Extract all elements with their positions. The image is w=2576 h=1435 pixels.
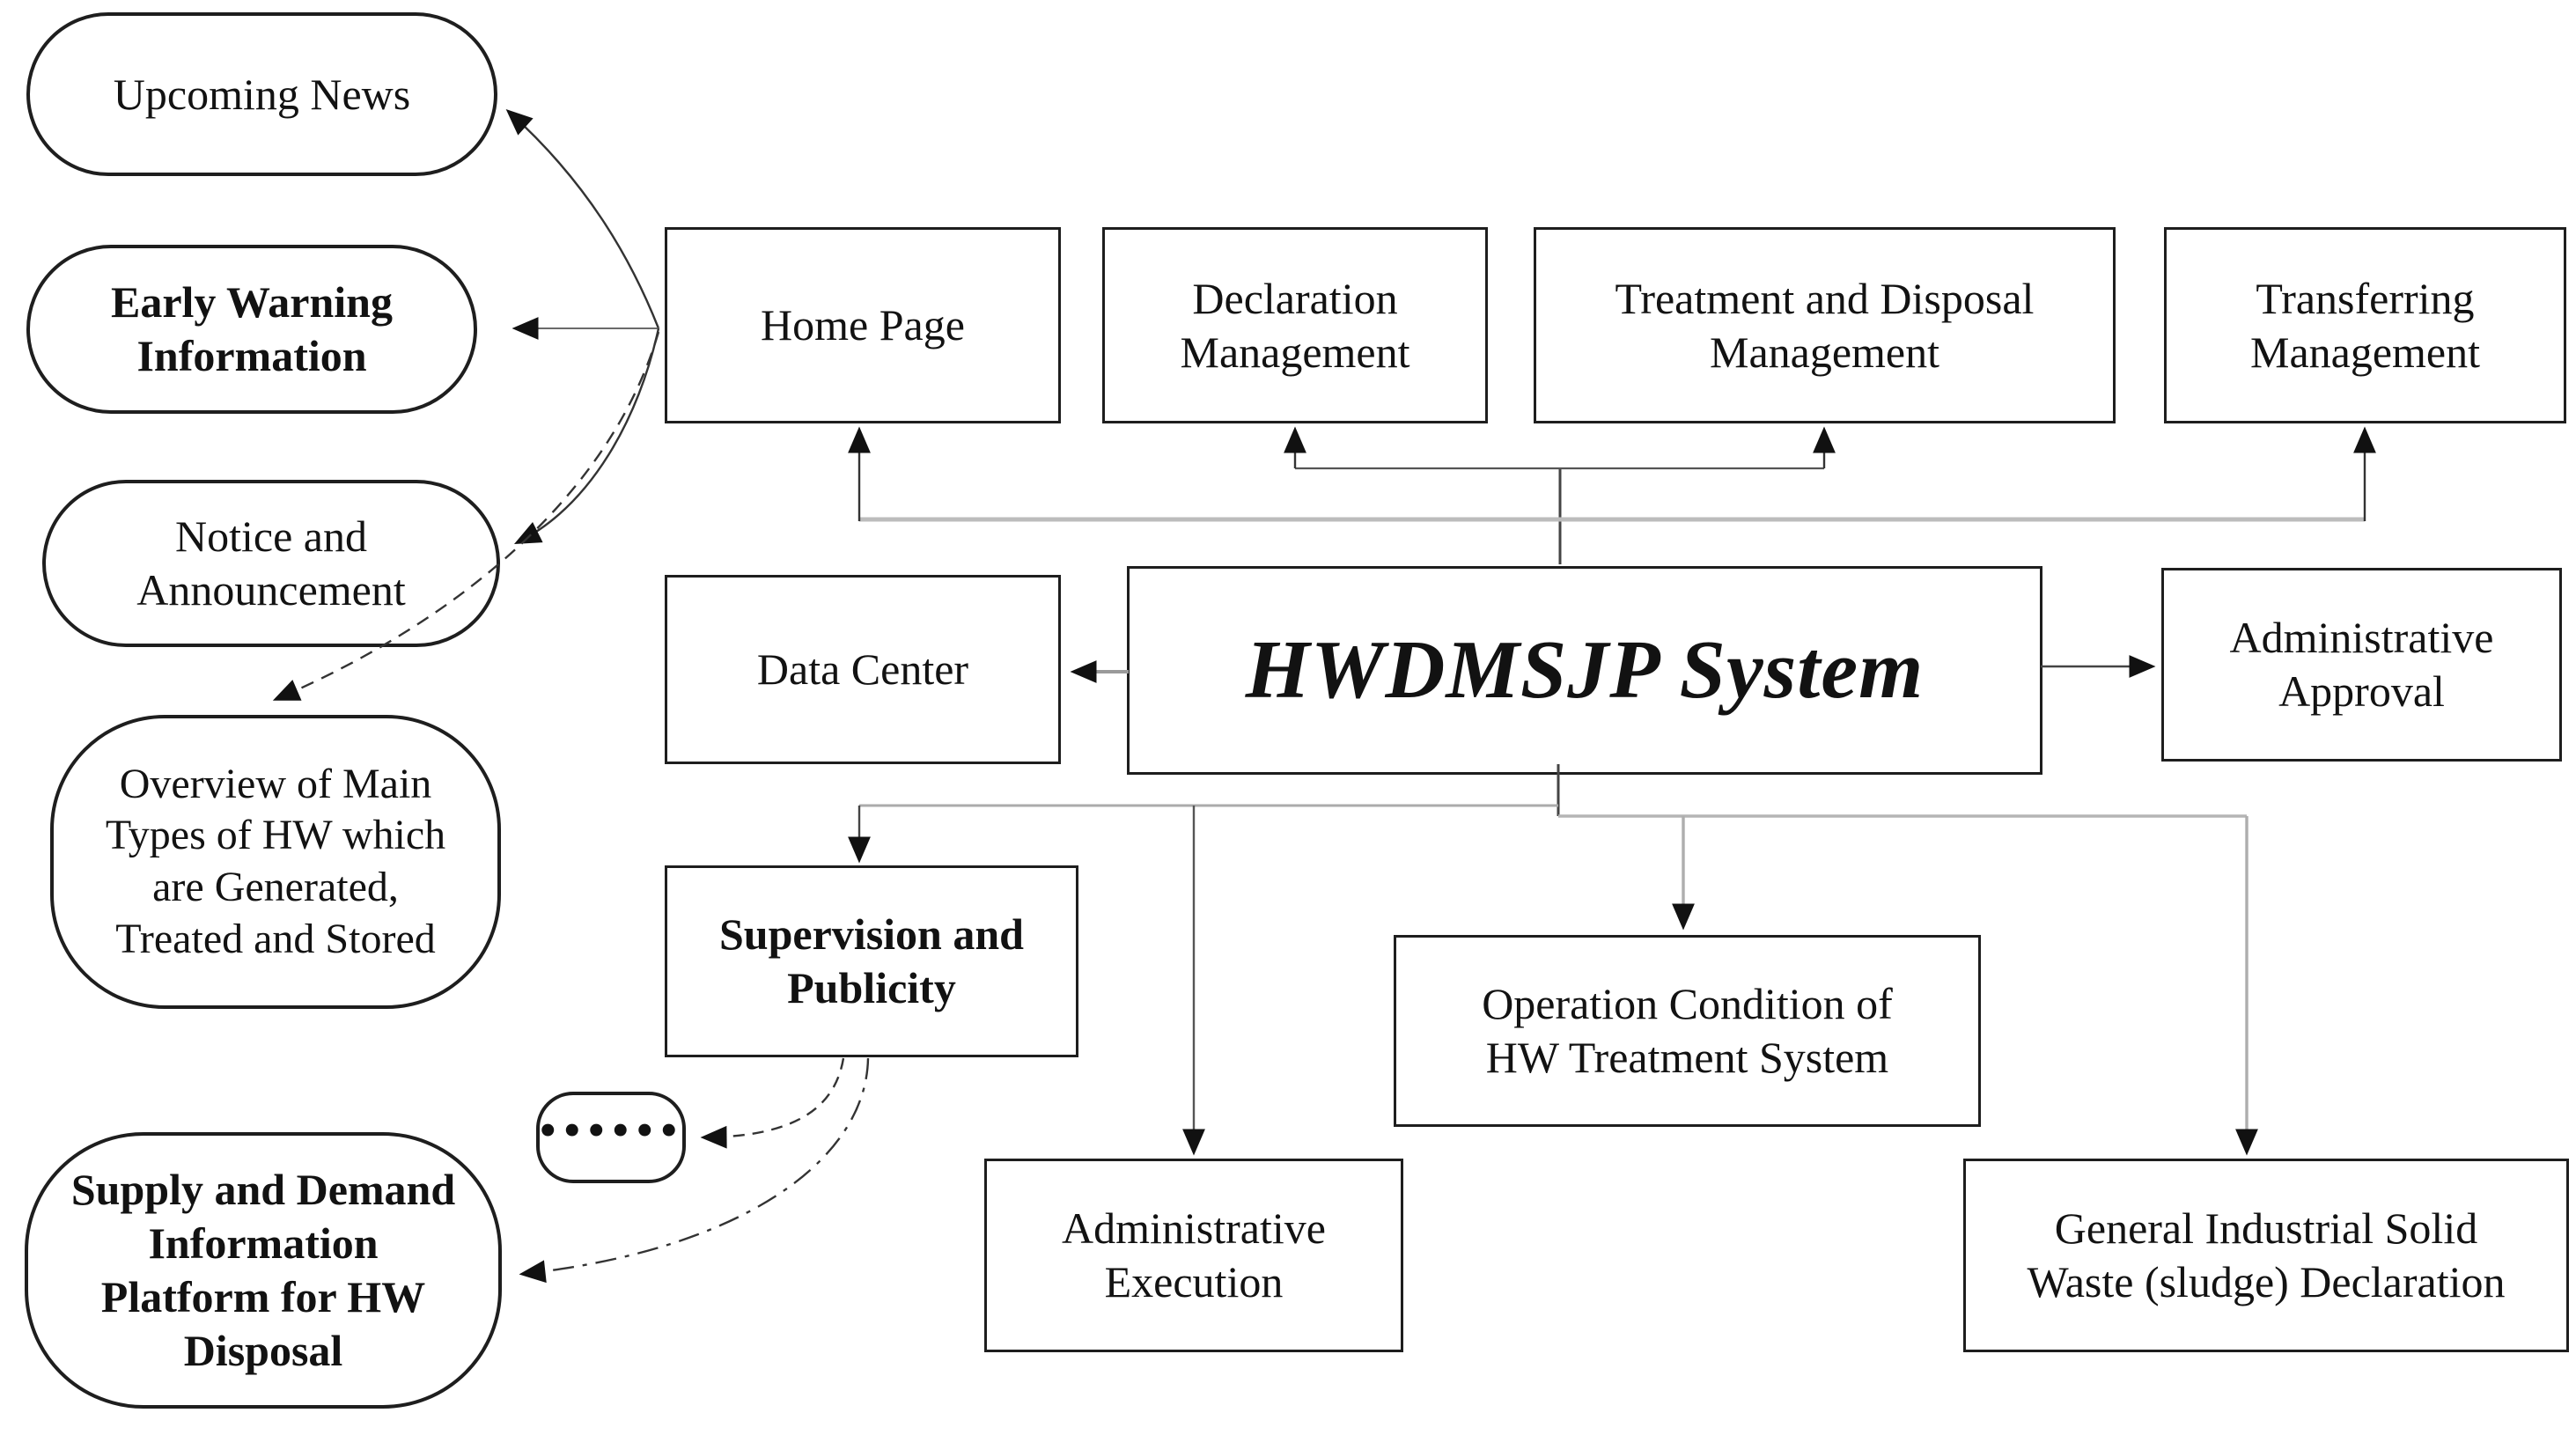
- node-data-center: Data Center: [665, 575, 1061, 764]
- node-administrative-approval: Administrative Approval: [2161, 568, 2562, 762]
- node-transferring-management: Transferring Management: [2164, 227, 2566, 423]
- node-overview-of-main-types: Overview of Main Types of HW which are G…: [50, 715, 501, 1009]
- node-general-industrial-solid-waste: General Industrial Solid Waste (sludge) …: [1963, 1159, 2569, 1352]
- node-administrative-execution: Administrative Execution: [984, 1159, 1403, 1352]
- curve-to-upcoming-news: [505, 108, 660, 329]
- node-early-warning-information: Early Warning Information: [26, 245, 477, 414]
- node-ellipsis: ......: [536, 1067, 686, 1183]
- node-notice-and-announcement: Notice and Announcement: [42, 480, 500, 647]
- curve-to-notice-and-announcement: [513, 327, 660, 545]
- node-operation-condition: Operation Condition of HW Treatment Syst…: [1394, 935, 1981, 1127]
- ellipsis-dots: ......: [538, 1067, 684, 1152]
- node-treatment-and-disposal-management: Treatment and Disposal Management: [1534, 227, 2116, 423]
- node-hwdmsjp-system: HWDMSJP System: [1127, 566, 2042, 775]
- node-declaration-management: Declaration Management: [1102, 227, 1488, 423]
- node-home-page: Home Page: [665, 227, 1061, 423]
- node-supervision-and-publicity: Supervision and Publicity: [665, 865, 1078, 1057]
- node-upcoming-news: Upcoming News: [26, 12, 497, 176]
- node-supply-and-demand-platform: Supply and Demand Information Platform f…: [25, 1132, 502, 1409]
- curve-to-ellipsis: [700, 1057, 845, 1149]
